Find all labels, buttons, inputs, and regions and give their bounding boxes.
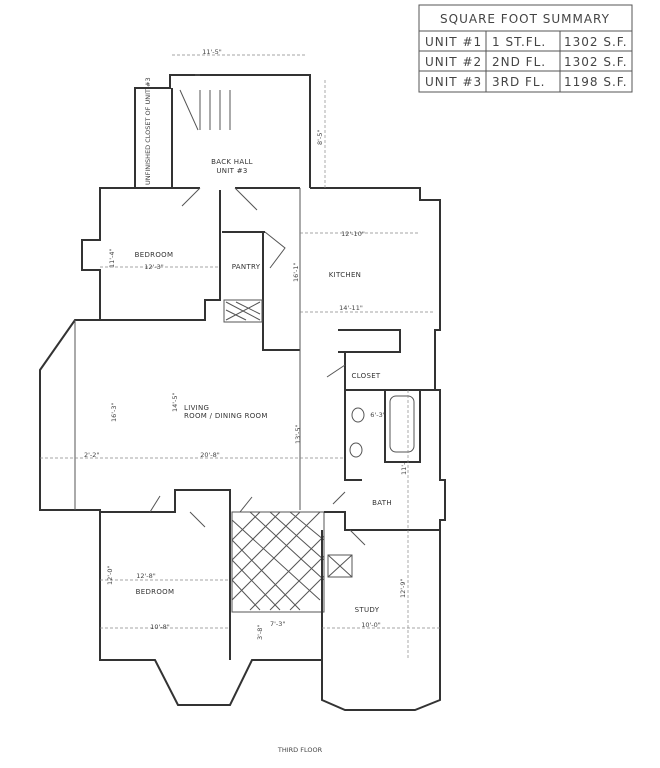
table-cell: 3RD FL. <box>492 75 545 89</box>
dimension-kitchen-depth: 16'-1" <box>292 262 300 282</box>
room-study: STUDY <box>355 606 380 614</box>
room-living: LIVING <box>184 404 209 412</box>
dimension-hall-depth: 3'-8" <box>256 625 264 640</box>
square-foot-summary-table: SQUARE FOOT SUMMARY UNIT #1 1 ST.FL. 130… <box>418 4 633 93</box>
dimension-back-hall-width: 11'-5" <box>202 48 222 56</box>
table-cell: 2ND FL. <box>492 55 546 69</box>
dimension-living-depth-left: 16'-3" <box>110 402 118 422</box>
table-cell: UNIT #2 <box>425 55 482 69</box>
dimension-bedroom-2-depth: 12'-0" <box>106 565 114 585</box>
dimension-bedroom-2-width-top: 12'-8" <box>136 572 156 580</box>
room-closet: CLOSET <box>352 372 381 380</box>
dimension-living-width: 20'-8" <box>200 451 220 459</box>
dimension-kitchen-width-top: 12'-10" <box>341 230 365 238</box>
room-bath: BATH <box>372 499 392 507</box>
dimension-kitchen-width-bottom: 14'-11" <box>339 304 363 312</box>
table-cell: 1198 S.F. <box>564 75 628 89</box>
dimension-hall-width: 7'-3" <box>270 620 285 628</box>
dimension-bedroom-1-width: 12'-3" <box>144 263 164 271</box>
dimension-back-hall-depth: 8'-5" <box>316 130 324 145</box>
interior-walls <box>100 88 440 660</box>
dimension-study-depth: 12'-9" <box>399 578 407 598</box>
dimension-bath-depth: 11'- <box>400 462 408 475</box>
dimension-living-depth-right: 13'-5" <box>294 424 302 444</box>
doors <box>149 74 366 546</box>
room-back-hall-unit: UNIT #3 <box>216 167 247 175</box>
room-back-hall: BACK HALL <box>211 158 253 166</box>
table-cell: UNIT #1 <box>425 35 482 49</box>
dimension-bedroom-2-width-bottom: 10'-8" <box>150 623 170 631</box>
table-cell: UNIT #3 <box>425 75 482 89</box>
floor-label: THIRD FLOOR <box>277 746 323 754</box>
dimension-bay-depth: 2'-2" <box>84 451 99 459</box>
room-pantry: PANTRY <box>232 263 261 271</box>
room-labels: 11'-5" BACK HALL UNIT #3 UNFINISHED CLOS… <box>84 48 408 640</box>
room-kitchen: KITCHEN <box>329 271 361 279</box>
room-bedroom-1: BEDROOM <box>135 251 174 259</box>
dimension-study-width: 10'-0" <box>361 621 381 629</box>
dimension-bedroom-1-depth: 11'-4" <box>108 248 116 268</box>
room-dining: ROOM / DINING ROOM <box>184 412 268 420</box>
table-cell: 1 ST.FL. <box>492 35 546 49</box>
table-cell: 1302 S.F. <box>564 35 628 49</box>
table-title: SQUARE FOOT SUMMARY <box>440 12 610 26</box>
room-bedroom-2: BEDROOM <box>136 588 175 596</box>
dimension-lines <box>40 54 440 660</box>
table-cell: 1302 S.F. <box>564 55 628 69</box>
dimension-bath-width: 6'-3" <box>370 411 385 419</box>
dimension-living-depth-mid: 14'-5" <box>171 392 179 412</box>
room-unfinished-closet: UNFINISHED CLOSET OF UNIT #3 <box>144 77 152 185</box>
